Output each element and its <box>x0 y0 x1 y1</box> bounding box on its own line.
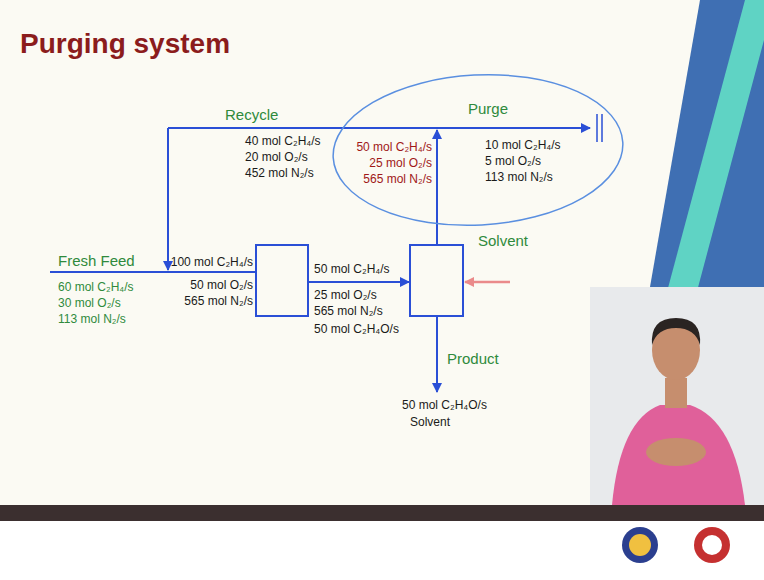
highlight-ellipse <box>329 68 626 233</box>
stream-name: Solvent <box>478 232 528 249</box>
presenter-hair <box>652 318 700 345</box>
presenter-hands <box>646 438 706 466</box>
logo <box>622 527 658 563</box>
logo <box>702 535 722 555</box>
flow-rate: Solvent <box>410 415 450 429</box>
feed-line <box>50 271 255 273</box>
flow-rate: 20 mol O₂/s <box>245 150 308 164</box>
flow-rate: 30 mol O₂/s <box>58 296 121 310</box>
logo <box>629 534 651 556</box>
presenter-body <box>612 405 745 505</box>
stream-name: Product <box>447 350 499 367</box>
footer <box>0 521 764 580</box>
stream-end-mark <box>601 114 603 142</box>
flow-rate: 60 mol C₂H₄/s <box>58 280 134 294</box>
reactor-outlet <box>309 281 409 283</box>
flow-rate: 50 mol C₂H₄O/s <box>402 398 487 412</box>
solvent-inlet <box>465 281 510 284</box>
flow-rate: 50 mol C₂H₄/s <box>314 262 390 276</box>
flow-rate: 5 mol O₂/s <box>485 154 541 168</box>
flow-rate: 113 mol N₂/s <box>485 170 553 184</box>
bottom-bar <box>0 505 764 521</box>
stream-name: Purge <box>468 100 508 117</box>
recycle-line <box>168 127 590 129</box>
stream-name: Fresh Feed <box>58 252 135 269</box>
logo <box>694 527 730 563</box>
stream-end-mark <box>596 114 598 142</box>
flow-rate: 565 mol N₂/s <box>363 172 432 186</box>
flow-rate: 113 mol N₂/s <box>58 312 126 326</box>
presenter-neck <box>665 378 687 408</box>
flow-rate: 40 mol C₂H₄/s <box>245 134 321 148</box>
flow-rate: 25 mol O₂/s <box>369 156 432 170</box>
flow-rate: 50 mol C₂H₄O/s <box>314 322 399 336</box>
reactor-box <box>256 245 308 316</box>
flow-rate: 565 mol N₂/s <box>314 304 383 318</box>
video-inset <box>590 287 764 505</box>
product-line <box>436 317 438 392</box>
slide-title: Purging system <box>20 28 230 60</box>
flow-rate: 452 mol N₂/s <box>245 166 314 180</box>
flow-rate: 10 mol C₂H₄/s <box>485 138 561 152</box>
absorber-box <box>410 245 463 316</box>
flow-rate: 100 mol C₂H₄/s <box>171 255 253 269</box>
flow-rate: 50 mol O₂/s <box>190 278 253 292</box>
flow-rate: 565 mol N₂/s <box>184 294 253 308</box>
flow-rate: 25 mol O₂/s <box>314 288 377 302</box>
stream-name: Recycle <box>225 106 278 123</box>
recycle-return <box>167 128 169 270</box>
purge-riser <box>436 130 438 244</box>
flow-rate: 50 mol C₂H₄/s <box>356 140 432 154</box>
